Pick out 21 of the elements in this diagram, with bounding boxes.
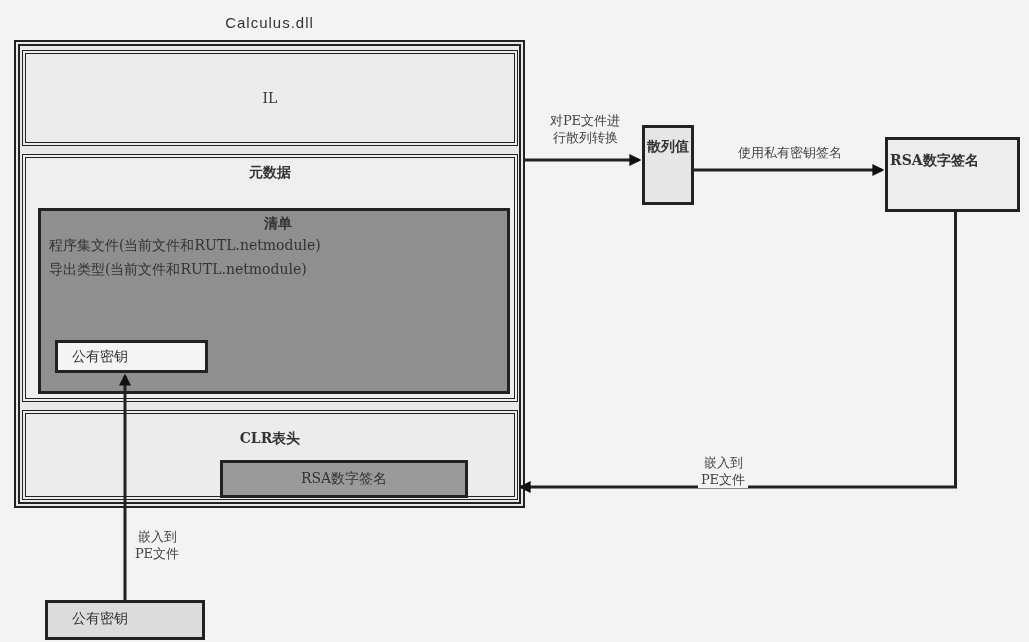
arrow (694, 164, 885, 176)
edge-label: 嵌入到PE文件 (132, 528, 182, 562)
heading-text: CLR表头 (238, 430, 302, 448)
body-text: 程序集文件(当前文件和RUTL.netmodule) (49, 236, 322, 255)
key-box: 公有密钥 (55, 340, 208, 373)
signature-box: RSA数字签名 (220, 460, 468, 498)
signature-box: RSA数字签名 (885, 137, 1020, 212)
code-box: IL (22, 50, 518, 146)
arrow (518, 212, 957, 493)
manifest-box (38, 208, 510, 394)
header-box (22, 410, 518, 500)
hash-box: 散列值 (642, 125, 694, 205)
title-text: Calculus.dll (224, 14, 315, 31)
metadata-box (22, 154, 518, 402)
heading-text: 元数据 (248, 164, 292, 182)
heading-text: 清单 (263, 215, 293, 233)
key-box: 公有密钥 (45, 600, 205, 640)
body-text: 导出类型(当前文件和RUTL.netmodule) (49, 260, 308, 279)
edge-label: 嵌入到PE文件 (698, 454, 748, 488)
arrow (525, 154, 642, 166)
arrow (119, 373, 131, 600)
